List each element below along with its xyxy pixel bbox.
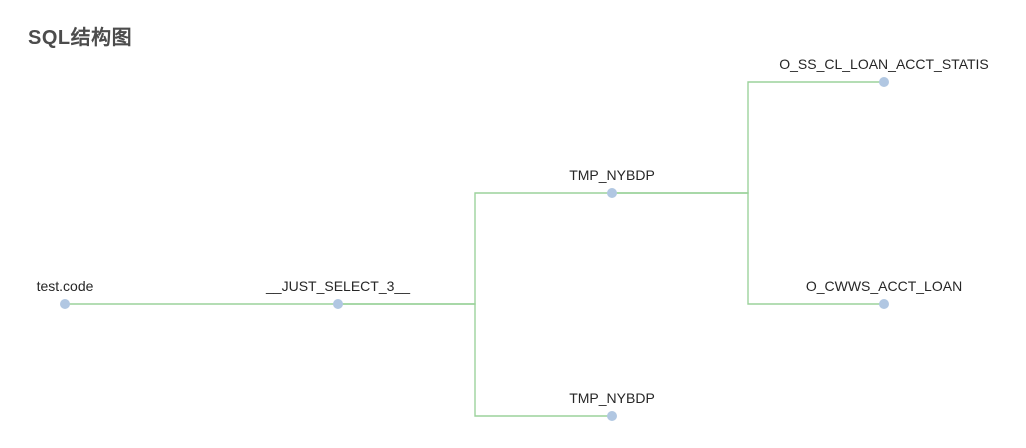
page-title: SQL结构图 [28, 27, 133, 49]
edge-tmp_nybdp_top-to-o_ss_cl_loan_acct_statis [612, 81, 884, 194]
node-dot-tmp_nybdp_bottom[interactable] [607, 411, 617, 421]
node-dot-test_code[interactable] [60, 299, 70, 309]
edge-just_select_3-to-tmp_nybdp_bottom [338, 303, 612, 417]
node-dot-tmp_nybdp_top[interactable] [607, 188, 617, 198]
node-dot-o_cwws_acct_loan[interactable] [879, 299, 889, 309]
node-dot-just_select_3[interactable] [333, 299, 343, 309]
edge-tmp_nybdp_top-to-o_cwws_acct_loan [612, 192, 884, 305]
edge-just_select_3-to-tmp_nybdp_top [338, 192, 612, 305]
node-dot-o_ss_cl_loan_acct_statis[interactable] [879, 77, 889, 87]
